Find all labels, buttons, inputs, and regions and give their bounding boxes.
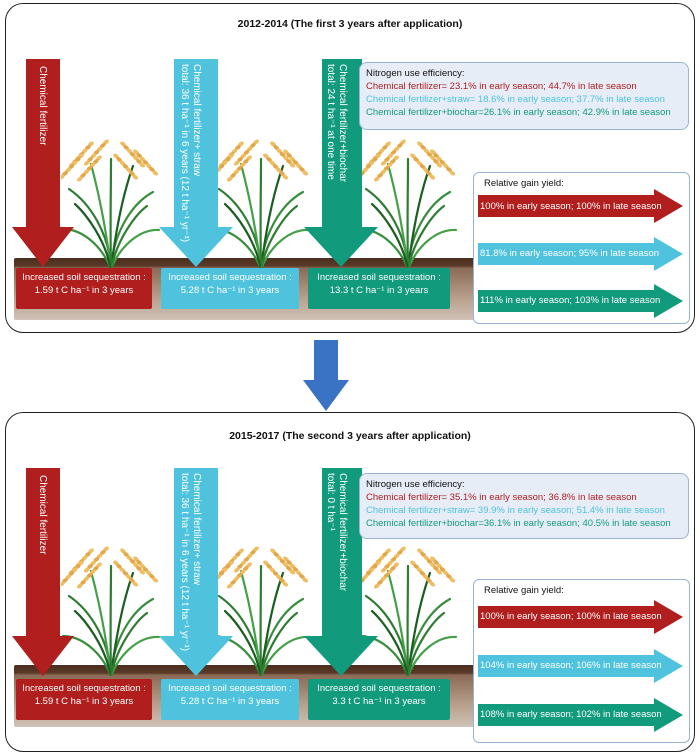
rice-plant-icon bbox=[208, 134, 311, 274]
gain-title: Relative gain yield: bbox=[484, 178, 564, 189]
relative-gain-yield-box: Relative gain yield: 100% in early seaso… bbox=[473, 579, 690, 743]
gain-line: 108% in early season; 102% in late seaso… bbox=[480, 709, 662, 720]
rice-plant-icon bbox=[355, 134, 458, 274]
straw-arrow bbox=[159, 468, 233, 676]
rice-plant-icon bbox=[208, 541, 311, 681]
gain-arrow-teal bbox=[478, 284, 683, 318]
panel-second-period: 2015-2017 (The second 3 years after appl… bbox=[5, 412, 695, 752]
nue-line: Chemical fertilizer+biochar=36.1% in ear… bbox=[366, 518, 671, 529]
gain-arrow-blue bbox=[478, 237, 683, 271]
rice-plant-icon bbox=[58, 134, 161, 274]
treatment-label: Chemical fertilizer+ straw total: 36 t h… bbox=[179, 473, 202, 652]
gain-title: Relative gain yield: bbox=[484, 585, 564, 596]
chemical-fertilizer-arrow bbox=[12, 468, 74, 676]
nue-title: Nitrogen use efficiency: bbox=[366, 479, 465, 490]
sequestration-box: Increased soil sequestration :5.28 t C h… bbox=[161, 268, 299, 309]
gain-line: 111% in early season; 103% in late seaso… bbox=[480, 295, 661, 306]
panel-title: 2012-2014 (The first 3 years after appli… bbox=[237, 18, 463, 30]
gain-line: 104% in early season; 106% in late seaso… bbox=[480, 660, 662, 671]
nue-line: Chemical fertilizer+biochar=26.1% in ear… bbox=[366, 107, 671, 118]
treatment-label: Chemical fertilizer+ straw total: 36 t h… bbox=[179, 64, 202, 243]
nue-line: Chemical fertilizer+straw= 18.6% in earl… bbox=[366, 94, 665, 105]
sequestration-box: Increased soil sequestration :1.59 t C h… bbox=[16, 679, 152, 720]
sequestration-box: Increased soil sequestration :5.28 t C h… bbox=[161, 679, 299, 720]
treatment-label: Chemical fertilizer+biochar total: 24 t … bbox=[325, 64, 348, 183]
sequestration-box: Increased soil sequestration :1.59 t C h… bbox=[16, 268, 152, 309]
rice-plant-icon bbox=[58, 541, 161, 681]
gain-line: 100% in early season; 100% in late seaso… bbox=[480, 201, 662, 212]
sequestration-box: Increased soil sequestration :3.3 t C ha… bbox=[308, 679, 450, 720]
treatment-label: Chemical fertilizer+biochar total: 0 t h… bbox=[325, 473, 348, 592]
nitrogen-use-efficiency-box: Nitrogen use efficiency: Chemical fertil… bbox=[359, 473, 689, 539]
nue-title: Nitrogen use efficiency: bbox=[366, 68, 465, 79]
nue-line: Chemical fertilizer= 35.1% in early seas… bbox=[366, 492, 637, 503]
gain-arrow-red bbox=[478, 189, 683, 223]
nue-line: Chemical fertilizer= 23.1% in early seas… bbox=[366, 81, 637, 92]
treatment-label: Chemical fertilizer bbox=[37, 475, 48, 555]
panel-title: 2015-2017 (The second 3 years after appl… bbox=[229, 430, 471, 442]
chemical-fertilizer-arrow bbox=[12, 59, 74, 267]
transition-arrow-icon bbox=[303, 340, 349, 411]
panel-first-period: 2012-2014 (The first 3 years after appli… bbox=[5, 3, 695, 333]
treatment-label: Chemical fertilizer bbox=[37, 66, 48, 146]
relative-gain-yield-box: Relative gain yield: 100% in early seaso… bbox=[473, 172, 690, 324]
gain-arrow-red bbox=[478, 600, 683, 634]
gain-line: 81.8% in early season; 95% in late seaso… bbox=[480, 248, 660, 259]
sequestration-box: Increased soil sequestration :13.3 t C h… bbox=[308, 268, 450, 309]
nitrogen-use-efficiency-box: Nitrogen use efficiency: Chemical fertil… bbox=[359, 62, 689, 130]
nue-line: Chemical fertilizer+straw= 39.9% in earl… bbox=[366, 505, 665, 516]
gain-line: 100% in early season; 100% in late seaso… bbox=[480, 611, 662, 622]
gain-arrow-teal bbox=[478, 698, 683, 732]
gain-arrow-blue bbox=[478, 649, 683, 683]
straw-arrow bbox=[159, 59, 233, 267]
